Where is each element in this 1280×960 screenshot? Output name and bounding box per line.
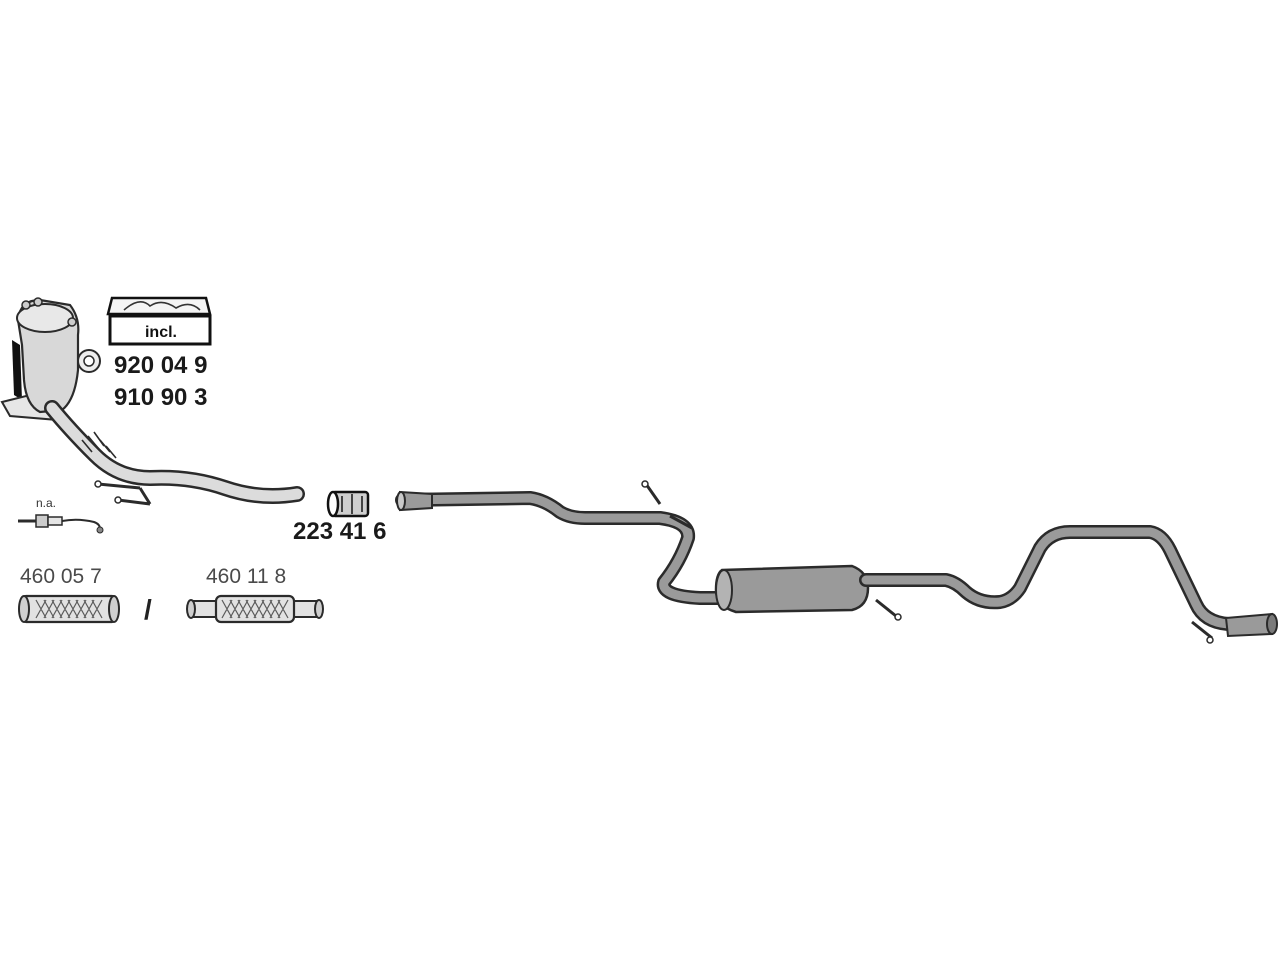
front-pipe-inner bbox=[46, 402, 303, 502]
mounting-kit-box bbox=[106, 296, 212, 346]
pipe-hanger bbox=[669, 514, 693, 530]
mounting-kit-label: incl. bbox=[144, 324, 177, 341]
catalyst-bracket bbox=[12, 340, 22, 400]
silencer-hanger bbox=[875, 598, 897, 618]
catalytic-converter-assembly bbox=[0, 297, 305, 506]
centre-silencer bbox=[714, 564, 902, 621]
catalyst-bolt bbox=[67, 317, 77, 327]
front-pipe-hanger bbox=[97, 482, 152, 506]
flex-braid bbox=[221, 599, 289, 619]
front-pipe-braid bbox=[81, 431, 117, 459]
pipe-hanger bbox=[644, 483, 662, 505]
mounting-kit-part-number: 920 04 9 bbox=[114, 352, 208, 379]
catalyst-bolt bbox=[21, 300, 31, 310]
lambda-sensor bbox=[18, 514, 104, 534]
alternative-separator: / bbox=[144, 594, 152, 625]
kit-contents bbox=[123, 301, 201, 311]
hanger-eye bbox=[114, 496, 122, 504]
hanger-eye bbox=[94, 480, 102, 488]
pipe-clamp bbox=[326, 490, 370, 518]
catalyst-bolt bbox=[33, 297, 43, 307]
flex-pipe-b-part-number: 460 11 8 bbox=[206, 565, 287, 588]
rear-pipe bbox=[859, 525, 1278, 644]
catalyst-part-number: 910 90 3 bbox=[114, 384, 208, 411]
flex-pipe-a bbox=[18, 594, 120, 624]
rear-hanger bbox=[1191, 620, 1213, 640]
flex-pipe-a-part-number: 460 05 7 bbox=[20, 565, 102, 588]
tail-pipe bbox=[1224, 612, 1273, 638]
flex-braid bbox=[35, 599, 103, 619]
lambda-port-hole bbox=[83, 355, 95, 367]
exhaust-pipe-main bbox=[395, 480, 735, 605]
flex-pipe-b bbox=[186, 594, 324, 624]
lambda-sensor-note: n.a. bbox=[36, 496, 57, 510]
clamp-part-number: 223 41 6 bbox=[293, 518, 387, 545]
